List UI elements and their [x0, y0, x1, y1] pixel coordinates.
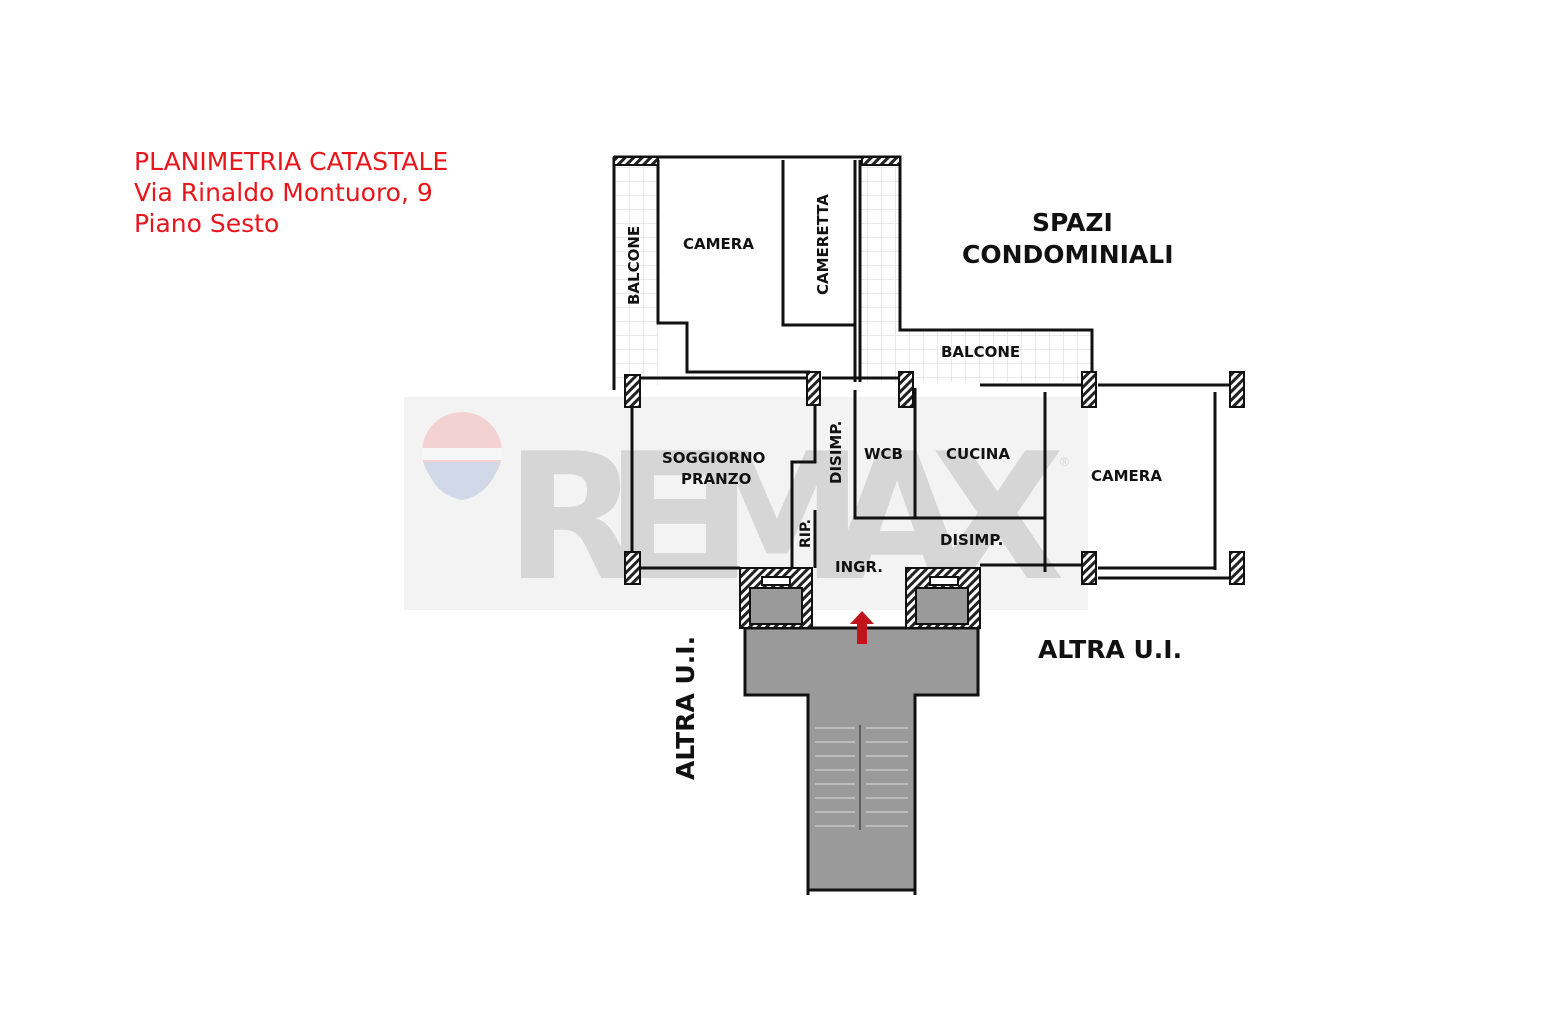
floor-line: Piano Sesto — [134, 209, 280, 238]
room-label-camera-right: CAMERA — [1091, 467, 1162, 485]
room-label-disimp-vertical: DISIMP. — [827, 421, 845, 484]
room-label-camera-top: CAMERA — [683, 235, 754, 253]
plan-title: PLANIMETRIA CATASTALE Via Rinaldo Montuo… — [134, 146, 448, 239]
title-line-1: PLANIMETRIA CATASTALE — [134, 147, 449, 176]
room-label-rip: RIP. — [798, 519, 814, 548]
label-altra-ui-left: ALTRA U.I. — [671, 636, 700, 780]
svg-text:®: ® — [1060, 455, 1069, 469]
room-label-cucina: CUCINA — [946, 445, 1010, 463]
room-label-pranzo: PRANZO — [681, 470, 751, 488]
room-label-cameretta: CAMERETTA — [814, 194, 832, 295]
room-label-balcone-right: BALCONE — [941, 343, 1020, 361]
room-label-balcone-left: BALCONE — [625, 226, 643, 305]
stairwell — [739, 567, 981, 895]
room-label-disimp-horizontal: DISIMP. — [940, 531, 1003, 549]
label-spazi: SPAZI — [1032, 208, 1113, 237]
balcony-left-area — [616, 160, 658, 385]
room-label-wcb: WCB — [864, 445, 903, 463]
entry-arrow-icon — [850, 611, 874, 644]
label-altra-ui-right: ALTRA U.I. — [1038, 635, 1182, 664]
balcony-top-right-area — [860, 160, 900, 335]
structural-pillars — [613, 156, 1245, 585]
walls — [612, 155, 1230, 580]
room-label-ingr: INGR. — [835, 558, 883, 576]
label-condominiali: CONDOMINIALI — [962, 240, 1174, 269]
address-line: Via Rinaldo Montuoro, 9 — [134, 178, 433, 207]
room-label-soggiorno: SOGGIORNO — [662, 449, 765, 467]
